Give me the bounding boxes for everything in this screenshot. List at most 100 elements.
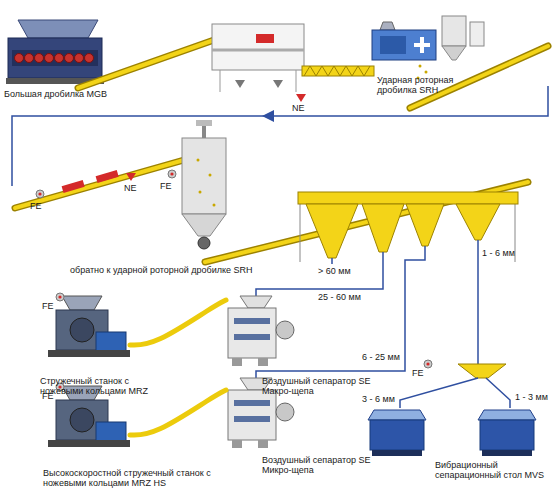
flow-arrow: [262, 110, 274, 122]
table-base: [372, 450, 422, 456]
screw-conveyor: [302, 66, 374, 76]
screw-thread: [304, 66, 370, 76]
silo-body: [442, 16, 466, 46]
separator-fan: [276, 321, 294, 339]
flow-line: [256, 252, 383, 296]
chip-particle: [425, 71, 428, 74]
srh-body: [372, 30, 436, 60]
flow-line: [331, 258, 333, 264]
separator-belt: [234, 416, 270, 422]
silo-body: [470, 22, 484, 46]
crusher-roller: [25, 54, 34, 63]
crusher-roller: [65, 54, 74, 63]
fe-separator-dot: [58, 385, 61, 388]
crusher-roller: [55, 54, 64, 63]
connector-layer: [130, 300, 226, 435]
fe-tag: FE: [42, 301, 54, 311]
conveyor-belt: [78, 40, 214, 88]
table-body: [370, 420, 424, 450]
discharge-arrow: [273, 80, 283, 88]
flow-line: [477, 240, 479, 364]
size-label: 1 - 6 мм: [482, 248, 515, 258]
separator-outlet: [258, 440, 268, 448]
machine-label: Ударная роторная дробилка SRH: [377, 75, 472, 95]
tower-cap: [196, 120, 212, 126]
chip-particle: [199, 191, 202, 194]
tower-pipe: [202, 126, 206, 138]
mrz-hs-hopper: [62, 386, 102, 400]
machine-node: Высокоскоростной стружечный станок с нож…: [35, 380, 130, 450]
mrz-knife-ring: [70, 318, 94, 342]
fe-tag: FE: [30, 201, 42, 211]
fe-separator-symbol: [36, 190, 44, 198]
chip-particle: [209, 174, 212, 177]
machine-label: Большая дробилка MGB: [4, 89, 144, 99]
mrz-base: [48, 350, 130, 357]
flow-line: [12, 86, 548, 186]
magnet-block: [96, 170, 119, 183]
machine-label: Вибрационный сепарационный стол MVS: [435, 460, 545, 480]
conveyor-belt: [78, 40, 214, 88]
separator-outlet: [258, 358, 268, 366]
screen-drum: [298, 192, 518, 204]
table-deck: [478, 410, 536, 420]
conveyor-belt: [205, 182, 528, 262]
crusher-window: [12, 50, 98, 66]
fe-separator-symbol: [56, 383, 64, 391]
crusher-roller: [35, 54, 44, 63]
fe-tag: FE: [42, 391, 54, 401]
machine-node: Большая дробилка MGB: [2, 15, 112, 95]
separator-belt: [234, 318, 270, 324]
chip-particle: [419, 65, 422, 68]
separator-body: [228, 390, 276, 440]
size-label: 3 - 6 мм: [362, 394, 395, 404]
table-deck: [368, 410, 426, 420]
machine-label: Воздушный сепаратор SE Макро-щепа: [262, 376, 382, 396]
conveyor-connector: [130, 300, 226, 345]
ne-tag: NE: [292, 103, 305, 113]
fe-separator-dot: [170, 172, 173, 175]
srh-cross-symbol: [420, 37, 424, 53]
srh-inlet: [380, 22, 395, 30]
screen-funnel: [306, 204, 358, 258]
machine-node: Стружечный станок с ножевыми кольцами MR…: [35, 288, 130, 363]
crusher-hopper: [18, 20, 98, 38]
fe-separator-symbol: [168, 170, 176, 178]
flow-line: [256, 246, 425, 378]
ne-tag: NE: [124, 183, 137, 193]
separator-outlet: [232, 440, 242, 448]
size-label: 25 - 60 мм: [318, 292, 361, 302]
crusher-roller: [45, 54, 54, 63]
small-hopper: [458, 364, 506, 378]
size-label: 1 - 3 мм: [515, 392, 548, 402]
screen-frame: [212, 24, 304, 70]
mrz-hopper: [62, 296, 102, 310]
separator-hopper: [240, 296, 272, 308]
crusher-body: [8, 38, 102, 78]
fe-separator-symbol: [56, 293, 64, 301]
machine-node: Ударная роторная дробилка SRH: [365, 22, 450, 72]
screen-leg: [515, 204, 516, 262]
fe-separator-dot: [426, 362, 429, 365]
size-label: 6 - 25 мм: [362, 352, 400, 362]
screen-funnel: [406, 204, 444, 246]
separator-body: [228, 308, 276, 358]
mrz-hs-motor: [96, 422, 126, 442]
discharge-arrow: [235, 80, 245, 88]
screen-funnel: [456, 204, 500, 240]
machine-node: Вибрационный сепарационный стол MVS: [365, 400, 540, 460]
tower-body: [182, 138, 226, 214]
crusher-roller: [75, 54, 84, 63]
machine-label: Стружечный станок с ножевыми кольцами MR…: [40, 376, 165, 396]
flow-line: [486, 378, 510, 408]
table-base: [482, 450, 532, 456]
fe-separator-dot: [58, 295, 61, 298]
mrz-hs-knife-ring: [70, 408, 94, 432]
conveyor-belt: [15, 160, 184, 208]
screen-belt: [212, 49, 304, 52]
ne-separator-symbol: [296, 94, 306, 102]
screen-leg: [300, 204, 301, 262]
crusher-roller: [85, 54, 94, 63]
